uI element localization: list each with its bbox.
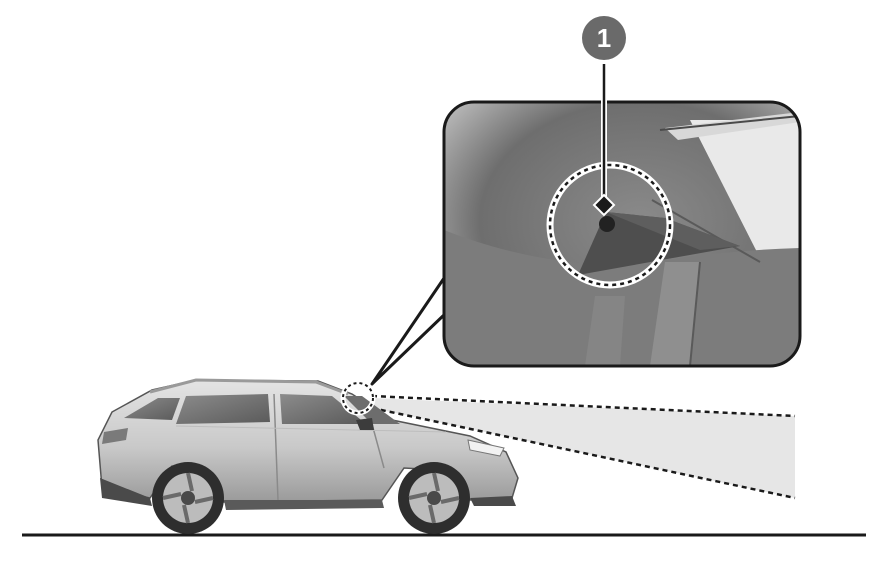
camera-housing [578,212,740,275]
front-side-window [280,394,366,424]
rear-wheel [152,462,224,534]
rear-window [124,398,180,420]
camera-view-cone [371,394,796,500]
callout-badge-1: 1 [582,16,626,60]
suv-side-view-icon [97,378,519,534]
inset-detail-panel [442,100,802,368]
windshield [344,396,400,424]
callout-number-1: 1 [597,23,611,53]
callout-target-marker [592,193,616,217]
rear-side-window [176,394,270,424]
front-wheel [398,462,470,534]
windshield-camera-icon [599,216,615,232]
